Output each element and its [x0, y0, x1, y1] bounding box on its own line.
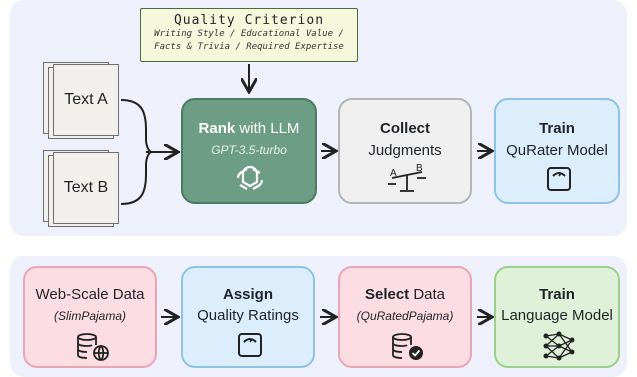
weighing-scale-icon-2 — [238, 333, 262, 357]
scale-label-a: A — [390, 168, 397, 179]
train-lm-title: Train — [539, 286, 575, 303]
criterion-title: Quality Criterion — [173, 13, 325, 28]
train-language-model-box: Train Language Model — [494, 266, 620, 368]
openai-logo-icon — [236, 165, 264, 190]
select-subtitle: (QuRatedPajama) — [356, 309, 454, 323]
bracket-top — [120, 99, 153, 153]
assign-subtitle: Quality Ratings — [197, 307, 299, 324]
rank-with-llm-box: Rank with LLM GPT-3.5-turbo — [181, 98, 317, 204]
weighing-scale-icon — [547, 167, 571, 191]
web-scale-data-box: Web-Scale Data (SlimPajama) — [23, 266, 157, 368]
text-b-document: Text B — [53, 152, 119, 224]
web-title: Web-Scale Data — [35, 286, 145, 303]
criterion-line-1: Writing Style / Educational Value / — [154, 29, 344, 39]
database-globe-icon — [77, 333, 109, 361]
select-title: Select Data — [364, 286, 446, 303]
text-a-label: Text A — [64, 91, 108, 108]
quality-criterion-card: Quality Criterion Writing Style / Educat… — [140, 8, 358, 62]
database-check-icon — [392, 333, 423, 360]
scale-label-b: B — [416, 164, 423, 174]
text-a-document: Text A — [53, 64, 119, 136]
select-data-box: Select Data (QuRatedPajama) — [338, 266, 472, 368]
balance-scale-icon: A B — [388, 164, 426, 192]
neural-network-icon — [543, 331, 575, 361]
train-qurater-box: Train QuRater Model — [494, 98, 620, 204]
train-lm-subtitle: Language Model — [501, 307, 613, 324]
bracket-bottom — [120, 151, 153, 205]
criterion-line-2: Facts & Trivia / Required Expertise — [154, 42, 344, 52]
collect-subtitle: Judgments — [368, 142, 442, 159]
collect-title: Collect — [379, 120, 430, 137]
text-b-label: Text B — [63, 179, 109, 196]
train-qurater-subtitle: QuRater Model — [506, 142, 608, 159]
collect-judgments-box: Collect Judgments A B — [338, 98, 472, 204]
web-subtitle: (SlimPajama) — [53, 309, 126, 323]
assign-ratings-box: Assign Quality Ratings — [181, 266, 315, 368]
rank-title: Rank with LLM — [198, 120, 300, 137]
train-qurater-title: Train — [539, 120, 575, 137]
model-name: GPT-3.5-turbo — [211, 143, 287, 157]
assign-title: Assign — [222, 286, 273, 303]
